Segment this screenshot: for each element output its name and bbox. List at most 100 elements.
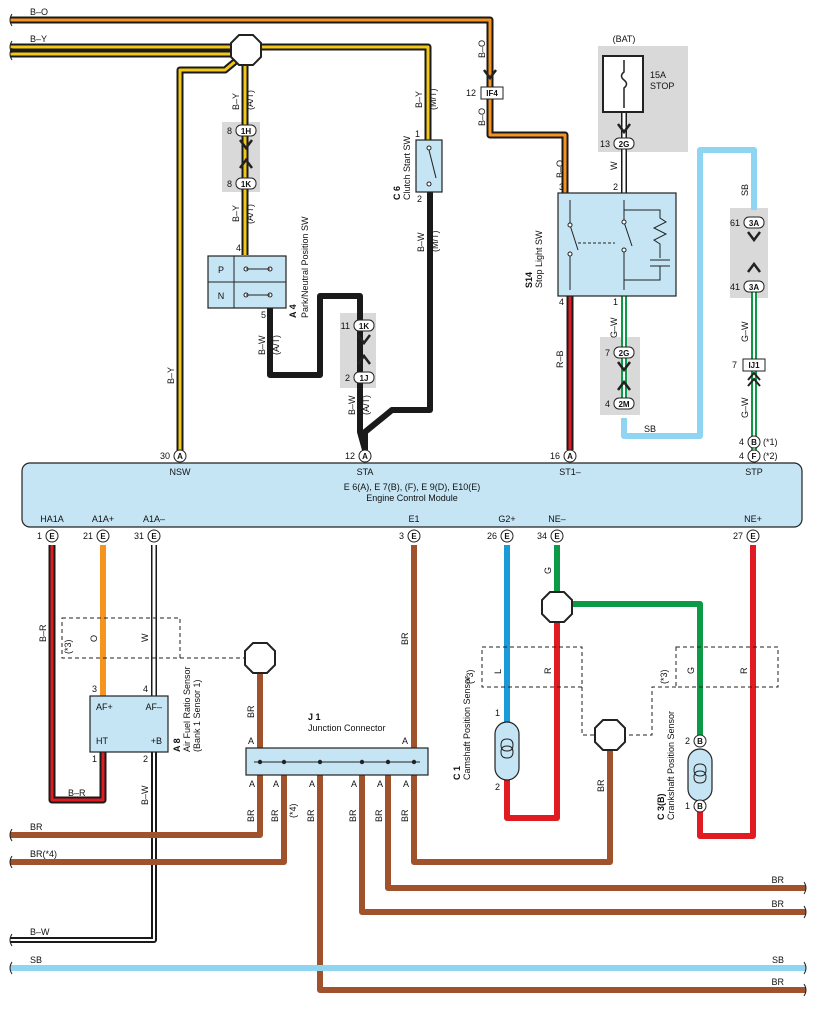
connector-2g-a: 2G 13 <box>600 123 635 150</box>
svg-text:3A: 3A <box>749 219 759 228</box>
svg-text:27: 27 <box>733 531 743 541</box>
svg-text:B–Y: B–Y <box>231 205 241 222</box>
connector-1k-a: 1K 8 <box>227 177 257 190</box>
svg-text:(M/T): (M/T) <box>430 231 440 253</box>
svg-text:E: E <box>49 532 55 541</box>
svg-text:Park/Neutral Position SW: Park/Neutral Position SW <box>300 216 310 318</box>
svg-text:S14: S14 <box>524 272 534 288</box>
svg-text:11: 11 <box>341 321 350 331</box>
svg-text:4: 4 <box>143 684 148 694</box>
svg-text:G: G <box>543 567 553 574</box>
connector-2g-b: 2G 7 <box>605 346 635 391</box>
svg-text:BR: BR <box>246 809 256 822</box>
connector-if4: IF4 12 <box>466 69 504 100</box>
svg-text:IF4: IF4 <box>486 89 498 98</box>
svg-text:1K: 1K <box>359 322 369 331</box>
svg-text:J 1: J 1 <box>308 712 321 722</box>
ecm-pin-stp: STP <box>745 467 763 477</box>
wire-labels: B–Y (A/T) B–Y (A/T) B–Y (M/T) B–W (A/T) … <box>38 40 750 822</box>
splice-top <box>230 34 262 66</box>
svg-text:W: W <box>609 161 619 170</box>
shield-lines <box>61 617 779 736</box>
svg-text:E: E <box>151 532 157 541</box>
svg-text:B: B <box>697 737 703 746</box>
svg-text:B–W: B–W <box>416 232 426 252</box>
svg-text:12: 12 <box>466 88 476 98</box>
air-fuel-ratio-sensor: AF+ AF– HT +B 3 4 1 2 A 8 Air Fuel Ratio… <box>89 666 202 764</box>
svg-text:E: E <box>100 532 106 541</box>
connector-ij1: IJ1 7 <box>732 358 766 387</box>
svg-text:G–W: G–W <box>740 397 750 418</box>
terminal-ne-plus: E27 <box>733 529 760 543</box>
svg-text:R: R <box>543 667 553 674</box>
svg-text:13: 13 <box>600 139 610 149</box>
svg-text:A: A <box>403 779 409 789</box>
svg-text:SB: SB <box>740 184 750 196</box>
svg-text:W: W <box>140 633 150 642</box>
svg-text:G–W: G–W <box>609 317 619 338</box>
svg-text:B: B <box>697 802 703 811</box>
connector-2m: 2M 4 <box>605 397 635 410</box>
connector-1j: 1J 2 <box>345 371 375 384</box>
bus-label-right-br-2: BR <box>771 899 784 909</box>
svg-text:12: 12 <box>345 451 355 461</box>
svg-text:4: 4 <box>559 297 564 307</box>
ecm-pin-st1: ST1– <box>559 467 581 477</box>
svg-text:BR: BR <box>348 809 358 822</box>
svg-text:C 6: C 6 <box>392 186 402 200</box>
svg-text:4: 4 <box>739 437 744 447</box>
svg-text:16: 16 <box>550 451 560 461</box>
connector-3a-b: 3A 41 <box>730 280 765 293</box>
terminal-sta: A 12 <box>345 449 372 463</box>
junction-connector: J 1 Junction Connector A A A A A A A A <box>245 712 429 789</box>
ecm-pin-sta: STA <box>357 467 374 477</box>
svg-text:B–R: B–R <box>38 624 48 642</box>
svg-text:C 3(B): C 3(B) <box>656 793 666 820</box>
svg-text:IJ1: IJ1 <box>748 361 760 370</box>
svg-text:(A/T): (A/T) <box>361 395 371 415</box>
svg-text:A: A <box>402 736 408 746</box>
svg-text:(A/T): (A/T) <box>271 335 281 355</box>
svg-text:G–W: G–W <box>740 321 750 342</box>
svg-text:4: 4 <box>739 451 744 461</box>
svg-text:(*3): (*3) <box>63 639 73 654</box>
terminal-a1a-minus: E31 <box>134 529 161 543</box>
svg-text:2: 2 <box>345 373 350 383</box>
svg-text:1: 1 <box>415 129 420 139</box>
svg-text:1: 1 <box>495 708 500 718</box>
svg-text:4: 4 <box>236 243 241 253</box>
ecm-pin-e1: E1 <box>408 514 419 524</box>
svg-text:(*3): (*3) <box>659 669 669 684</box>
svg-text:B–O: B–O <box>477 108 487 126</box>
svg-text:BR: BR <box>596 779 606 792</box>
lower-wires <box>10 545 806 993</box>
svg-text:BR: BR <box>270 809 280 822</box>
svg-text:2: 2 <box>685 736 690 746</box>
svg-text:3: 3 <box>399 531 404 541</box>
svg-text:E: E <box>554 532 560 541</box>
terminal-g2-plus: E26 <box>487 529 514 543</box>
svg-text:8: 8 <box>227 126 232 136</box>
ecm-pin-a1a-minus: A1A– <box>143 514 165 524</box>
terminal-st1: A 16 <box>550 449 577 463</box>
svg-text:(A/T): (A/T) <box>245 90 255 110</box>
svg-text:L: L <box>493 669 503 674</box>
svg-text:1J: 1J <box>360 374 369 383</box>
svg-text:30: 30 <box>160 451 170 461</box>
svg-text:B–W: B–W <box>347 395 357 415</box>
terminal-e1: E3 <box>399 529 421 543</box>
svg-text:A: A <box>351 779 357 789</box>
terminal-a1a-plus: E21 <box>83 529 110 543</box>
svg-text:A: A <box>377 779 383 789</box>
svg-text:A 4: A 4 <box>288 304 298 318</box>
ecm-pin-nsw: NSW <box>170 467 192 477</box>
svg-text:2: 2 <box>613 182 618 192</box>
svg-text:A: A <box>177 452 183 461</box>
svg-text:B: B <box>751 438 757 447</box>
fuse-icon <box>620 60 628 108</box>
bus-label-b-o: B–O <box>30 7 48 17</box>
connector-1k-b: 1K 11 <box>341 319 375 365</box>
ecm-pin-ne-plus: NE+ <box>744 514 762 524</box>
svg-text:B–Y: B–Y <box>414 91 424 108</box>
terminal-stp: B 4 (*1) F 4 (*2) <box>739 435 778 463</box>
